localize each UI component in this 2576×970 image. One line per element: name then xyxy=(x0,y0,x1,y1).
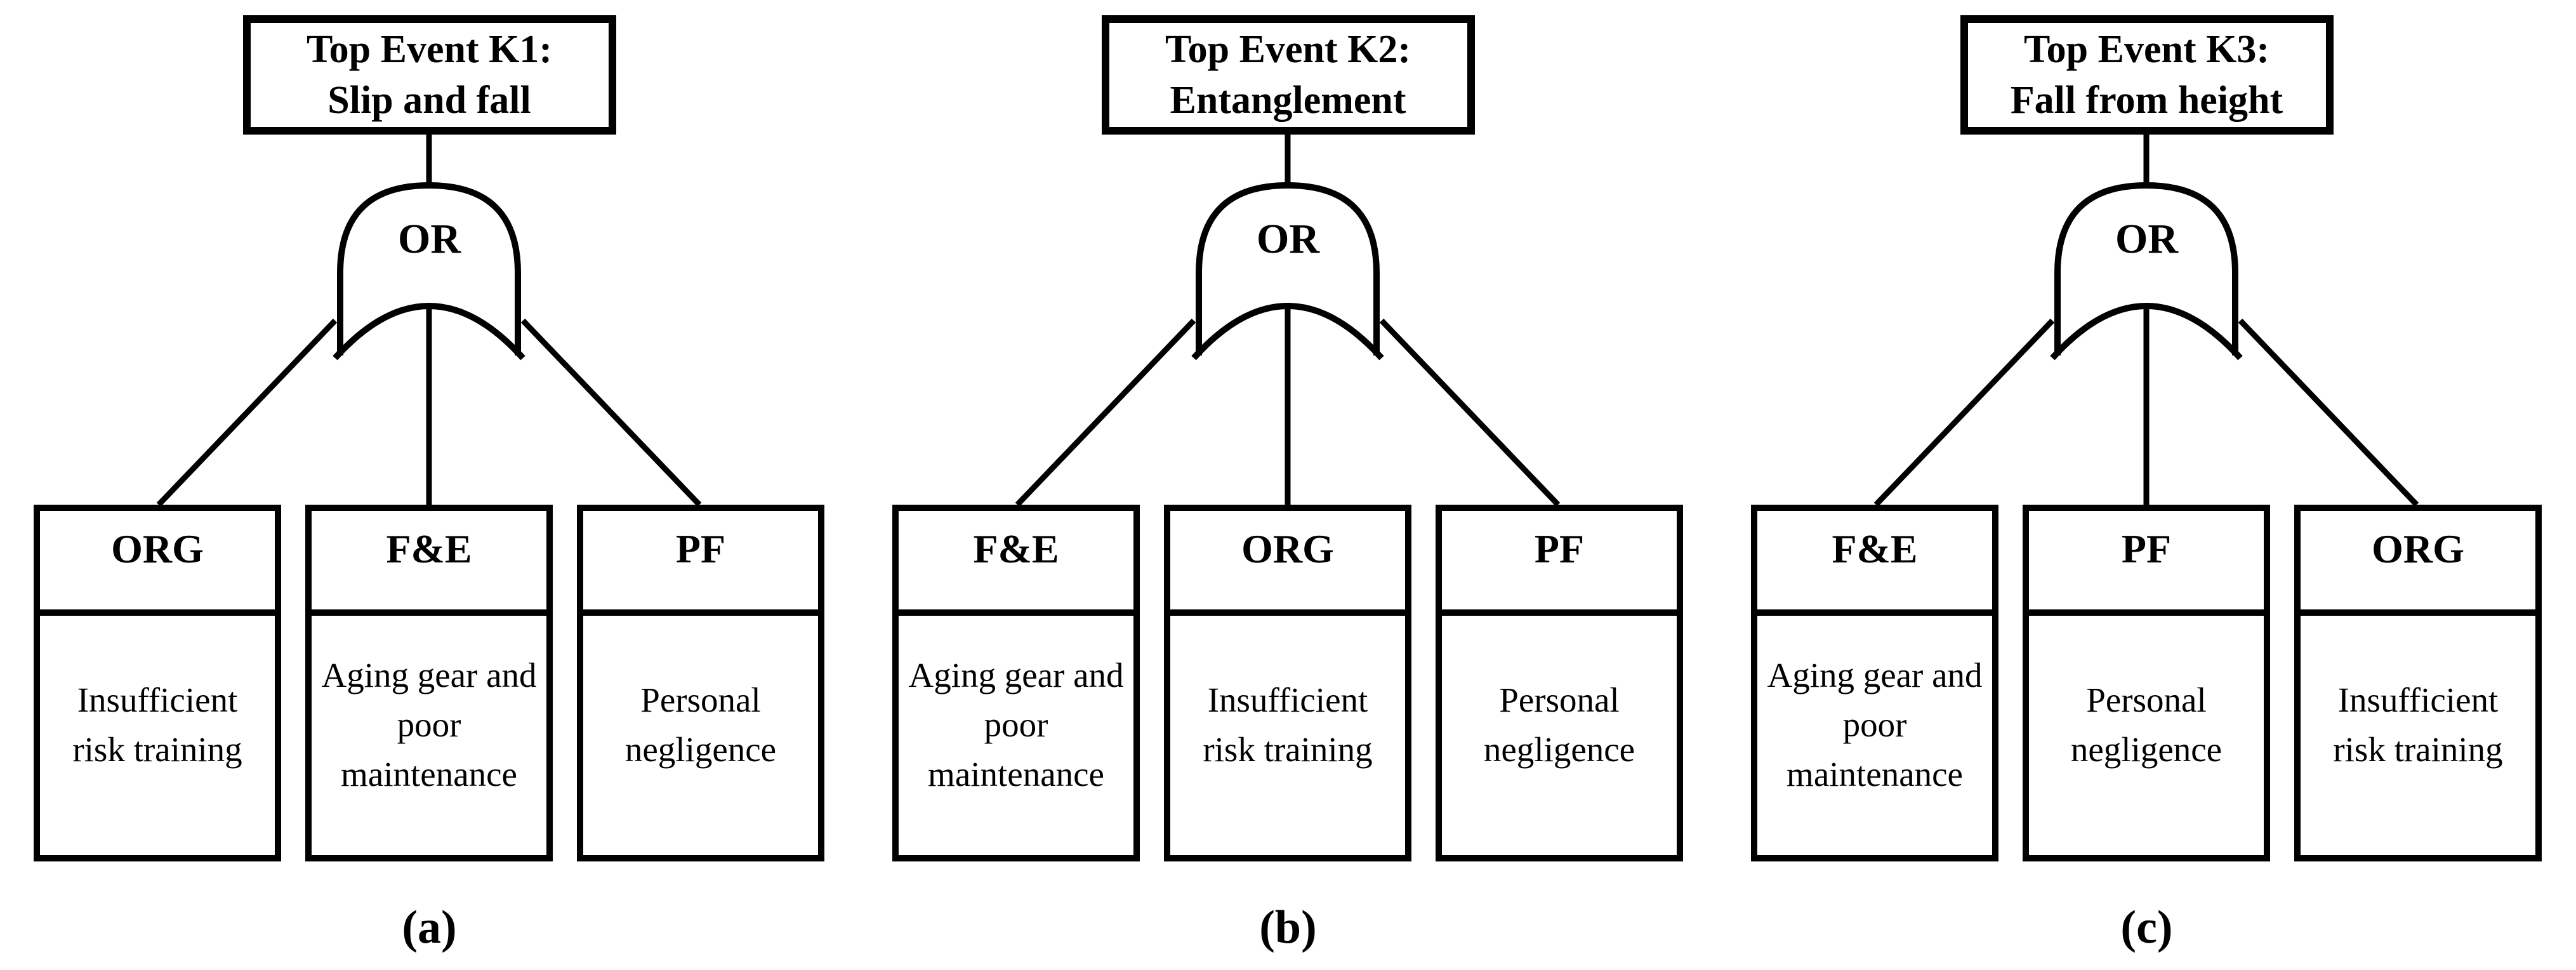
basic-event-code: F&E xyxy=(1757,511,1992,616)
basic-event-code: PF xyxy=(1442,511,1677,616)
basic-event-code: F&E xyxy=(312,511,546,616)
or-gate-label: OR xyxy=(2115,216,2178,262)
basic-event-code: PF xyxy=(583,511,818,616)
top-event-id: Top Event K2: xyxy=(1165,28,1411,71)
fault-tree-panel-c: Top Event K3: Fall from height OR F&E Ag… xyxy=(1717,0,2576,970)
basic-event-description: Aging gear and poor maintenance xyxy=(908,655,1124,794)
or-gate-label: OR xyxy=(1257,216,1319,262)
top-event-id: Top Event K1: xyxy=(306,28,552,71)
basic-event-description: Aging gear and poor maintenance xyxy=(321,655,537,794)
basic-event-description: Insufficient risk training xyxy=(2333,680,2503,769)
basic-event-box: F&E Aging gear and poor maintenance xyxy=(892,505,1140,861)
panel-caption: (b) xyxy=(1259,901,1317,953)
or-gate-dome xyxy=(337,182,521,355)
panel-caption: (c) xyxy=(2120,901,2173,953)
or-gate-label: OR xyxy=(398,216,461,262)
basic-event-description: Insufficient risk training xyxy=(1203,680,1373,769)
right-branch-line xyxy=(2238,318,2419,507)
left-branch-line xyxy=(1873,318,2055,507)
connector-lines xyxy=(1873,132,2419,507)
basic-event-box: PF Personal negligence xyxy=(2023,505,2270,861)
basic-event-code: ORG xyxy=(40,511,275,616)
basic-event-description: Aging gear and poor maintenance xyxy=(1767,655,1983,794)
basic-event-box: ORG Insufficient risk training xyxy=(1164,505,1411,861)
basic-event-box: PF Personal negligence xyxy=(577,505,824,861)
right-branch-line xyxy=(1379,318,1561,507)
basic-event-description: Personal negligence xyxy=(624,680,777,769)
top-event-name: Entanglement xyxy=(1170,79,1406,122)
fault-tree-panel-a: Top Event K1: Slip and fall OR ORG Insuf… xyxy=(0,0,859,970)
left-branch-line xyxy=(1015,318,1196,507)
panel-caption: (a) xyxy=(402,901,457,953)
basic-event-box: F&E Aging gear and poor maintenance xyxy=(305,505,553,861)
basic-event-description: Insufficient risk training xyxy=(72,680,242,769)
top-event-box: Top Event K3: Fall from height xyxy=(1960,15,2334,135)
or-gate-dome xyxy=(2054,182,2238,355)
connector-lines xyxy=(1015,132,1561,507)
top-event-box: Top Event K1: Slip and fall xyxy=(242,15,616,135)
fault-tree-panel-b: Top Event K2: Entanglement OR F&E Aging … xyxy=(859,0,1717,970)
basic-event-code: ORG xyxy=(2301,511,2535,616)
right-branch-line xyxy=(520,318,702,507)
basic-event-box: PF Personal negligence xyxy=(1436,505,1683,861)
connector-lines xyxy=(156,132,702,507)
left-branch-line xyxy=(156,318,338,507)
basic-event-code: PF xyxy=(2029,511,2264,616)
top-event-name: Slip and fall xyxy=(327,79,531,122)
basic-event-box: ORG Insufficient risk training xyxy=(2294,505,2542,861)
basic-event-description: Personal negligence xyxy=(1483,680,1635,769)
top-event-name: Fall from height xyxy=(2010,79,2283,122)
basic-event-box: F&E Aging gear and poor maintenance xyxy=(1751,505,1998,861)
top-event-id: Top Event K3: xyxy=(2023,28,2269,71)
basic-event-code: F&E xyxy=(899,511,1133,616)
or-gate-dome xyxy=(1196,182,1380,355)
basic-event-box: ORG Insufficient risk training xyxy=(34,505,281,861)
basic-event-description: Personal negligence xyxy=(2070,680,2223,769)
top-event-box: Top Event K2: Entanglement xyxy=(1101,15,1475,135)
basic-event-code: ORG xyxy=(1170,511,1405,616)
